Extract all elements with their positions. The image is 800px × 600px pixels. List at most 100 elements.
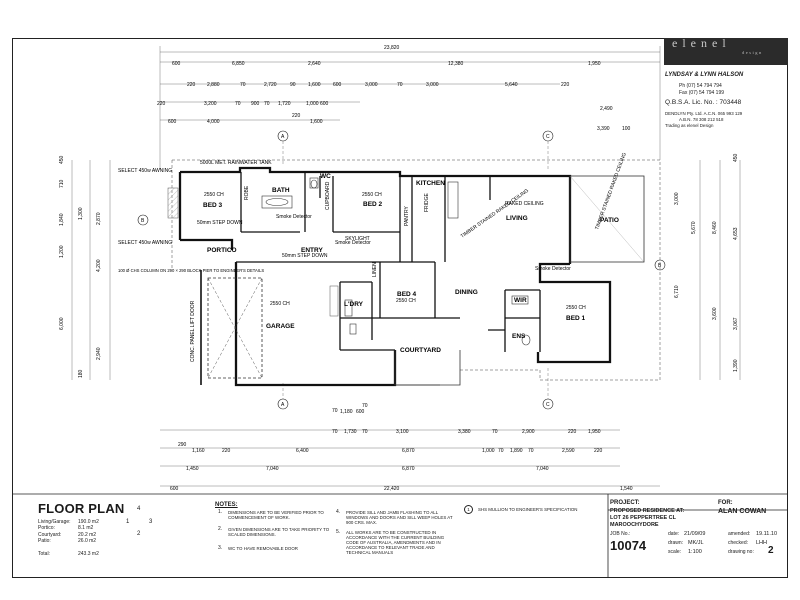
ch-bed4: 2550 CH (396, 298, 416, 304)
dim-b1-1: 70 (332, 408, 338, 414)
note-text: ALL WORKS ARE TO BE CONSTRUCTED IN ACCOR… (346, 530, 445, 555)
dim-left-2: 710 (59, 179, 65, 188)
note-text: GIVEN DIMENSIONS ARE TO TAKE PRIORITY TO… (228, 527, 330, 537)
patio (569, 175, 645, 263)
scale-label: scale: (668, 549, 682, 555)
dim-b2-1: 70 (332, 429, 338, 435)
awning-note-1: SELECT 450w AWNING (118, 168, 172, 174)
room-ens: ENS (512, 333, 526, 340)
dim-r2-1: 220 (187, 82, 196, 88)
dim-b2-2: 1,730 (344, 429, 357, 435)
dim-b3-5: 6,870 (402, 448, 415, 454)
area-label: Patio: (38, 537, 51, 544)
amended-value: 19.11.10 (756, 531, 778, 537)
room-wc: WC (320, 173, 331, 180)
drawing-no-value: 2 (768, 545, 774, 556)
courtyard (394, 350, 461, 386)
dim-r4-2: 4,000 (207, 119, 220, 125)
dim-b4-4: 7,040 (536, 466, 549, 472)
dim-b4-2: 7,040 (266, 466, 279, 472)
dim-left-10: 180 (78, 369, 84, 378)
room-ldry: L'DRY (344, 301, 364, 308)
dim-right-2: 3,000 (674, 192, 680, 205)
fax: Fax (07) 54 794 199 (679, 90, 725, 96)
company-line-3: Trading as elenel Design (665, 123, 714, 128)
logo: elenel (672, 36, 731, 50)
top-dimensions: 23,820 600 6,850 2,640 12,380 1,950 220 … (157, 45, 631, 132)
dim-right-9: 1,390 (733, 359, 739, 372)
side-number-3: 3 (149, 519, 153, 525)
svg-text:C: C (546, 402, 550, 408)
dim-right-7: 3,600 (712, 307, 718, 320)
side-number-4: 4 (137, 506, 141, 512)
area-total-label: Total: (38, 551, 50, 557)
smoke-detector-2: Smoke Detector (335, 240, 371, 246)
step-note-2: 50mm STEP DOWN (282, 253, 328, 259)
svg-text:A: A (281, 134, 285, 140)
dim-r2-6: 1,600 (308, 82, 321, 88)
dim-b3-9: 70 (528, 448, 534, 454)
area-label: Portico: (38, 525, 55, 532)
dim-r2-9: 70 (397, 82, 403, 88)
room-bed4: BED 4 (397, 291, 417, 298)
area-schedule: Living/Garage: 190.0 m2 Portico: 8.1 m2 … (38, 519, 108, 544)
note-number: 1. (218, 509, 223, 515)
dim-b5-1: 600 (170, 486, 179, 492)
dim-r4-4: 1,600 (310, 119, 323, 125)
dim-r3-2: 3,200 (204, 101, 217, 107)
dim-right-small-3: 100 (622, 126, 631, 132)
svg-text:A: A (281, 402, 285, 408)
dim-b2-5: 3,380 (458, 429, 471, 435)
note-2: 2. GIVEN DIMENSIONS ARE TO TAKE PRIORITY… (218, 527, 338, 538)
dim-left-9: 2,940 (96, 347, 102, 360)
section-marker-a-bottom: A (277, 398, 289, 410)
dim-b2-4: 3,100 (396, 429, 409, 435)
dim-right-small-1: 2,490 (600, 106, 613, 112)
room-labels: BED 3 BATH WC BED 2 KITCHEN LIVING PATIO… (203, 173, 619, 354)
job-number: 10074 (610, 538, 647, 553)
drawing-title: FLOOR PLAN (38, 501, 125, 516)
room-portico: PORTICO (207, 247, 237, 254)
checked-label: checked: (728, 540, 749, 546)
dim-r3-1: 220 (157, 101, 166, 107)
dim-b5-2: 22,420 (384, 486, 400, 492)
dim-right-5: 8,460 (712, 221, 718, 234)
dim-r2-8: 3,000 (365, 82, 378, 88)
area-label: Courtyard: (38, 531, 62, 538)
note-number: 4. (336, 509, 341, 515)
awning-note-2: SELECT 450w AWNING (118, 240, 172, 246)
section-marker-a-top: A (277, 130, 289, 142)
smoke-detector-1: Smoke Detector (276, 214, 312, 220)
timber-ceiling-living: TIMBER STAINED RAKED CEILING (460, 188, 530, 240)
amended-label: amended: (728, 531, 751, 537)
dim-b1-4: 70 (362, 403, 368, 409)
dim-left-3: 1,840 (59, 213, 65, 226)
project-line-2: LOT 26 PEPPERTREE CL (610, 515, 677, 521)
note-text: WC TO HAVE REMOVABLE DOOR (228, 546, 298, 551)
note-3: 3. WC TO HAVE REMOVABLE DOOR (218, 546, 338, 552)
dim-r2-11: 5,640 (505, 82, 518, 88)
title-block-frame (13, 493, 787, 577)
dimension-lines-left (71, 160, 111, 380)
qbsa-licence: Q.B.S.A. Lic. No. : 703448 (665, 99, 742, 106)
room-wir: WIR (514, 297, 527, 304)
dim-r3-7: 1,000 (306, 101, 319, 107)
column-note: 100 Ø CHS COLUMN ON 290 × 290 BLOCK PIER… (118, 268, 264, 273)
dim-b3-8: 1,890 (510, 448, 523, 454)
dim-b3-3: 220 (222, 448, 231, 454)
note-4: 4. PROVIDE SILL AND JAMB FLASHING TO ALL… (336, 510, 456, 526)
cupboard-label: CUPBOARD (325, 181, 331, 210)
area-row-living-garage: Living/Garage: 190.0 m2 (38, 519, 108, 525)
panel-door-label: CONC. PANEL LIFT DOOR (190, 300, 196, 362)
dim-b2-9: 1,950 (588, 429, 601, 435)
dim-r2-10: 3,000 (426, 82, 439, 88)
dim-b3-11: 220 (594, 448, 603, 454)
section-markers: A C B B A C (137, 130, 666, 410)
section-marker-b-left: B (137, 214, 149, 226)
engineer-note: SHS MULLION TO ENGINEER'S SPECIFICATION (478, 507, 578, 512)
company-line-1: DENDLYN Pty. Ltd. A.C.N. 065 993 129 (665, 111, 743, 116)
section-marker-c-top: C (542, 130, 554, 142)
dim-r2-3: 70 (240, 82, 246, 88)
dim-right-small-2: 3,390 (597, 126, 610, 132)
